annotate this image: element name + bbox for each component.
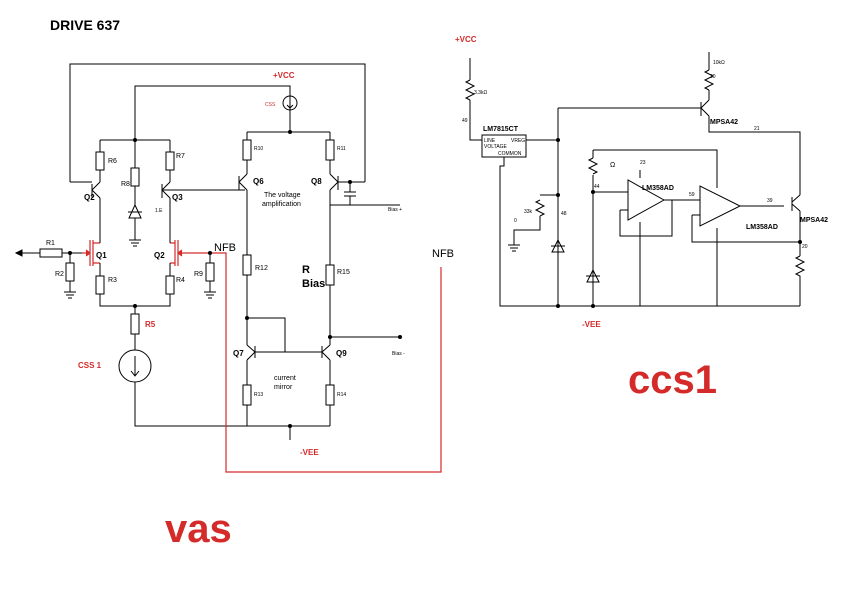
r10-label: R10 bbox=[254, 146, 263, 152]
node-20-label: 20 bbox=[802, 244, 808, 250]
r-33k-label: 33k bbox=[524, 209, 533, 215]
q3-label: Q3 bbox=[172, 193, 183, 202]
r3-label: R3 bbox=[108, 277, 117, 284]
r15-label: R15 bbox=[337, 269, 350, 276]
bias-minus-label: Bias - bbox=[392, 351, 405, 357]
q1-label: Q1 bbox=[96, 251, 107, 260]
opamp-1 bbox=[627, 179, 666, 221]
vcc-label: +VCC bbox=[273, 71, 295, 80]
node-0-label: 0 bbox=[514, 218, 517, 224]
node-30-label: 30 bbox=[710, 74, 716, 80]
opamp2-label: LM358AD bbox=[746, 224, 778, 231]
ccs-vcc-label: +VCC bbox=[455, 35, 477, 44]
ccs-vee-label: -VEE bbox=[582, 320, 601, 329]
r14-label: R14 bbox=[337, 392, 346, 398]
q7-label: Q7 bbox=[233, 349, 244, 358]
trans-right-label: MPSA42 bbox=[800, 217, 828, 224]
reg-voltage: VOLTAGE bbox=[484, 144, 508, 150]
r-bias-line2: Bias bbox=[302, 278, 325, 290]
r6-label: R6 bbox=[108, 158, 117, 165]
node-59-label: 59 bbox=[689, 192, 695, 198]
node-21-label: 21 bbox=[754, 126, 760, 132]
r12-label: R12 bbox=[255, 265, 268, 272]
ccs-big-label: ccs1 bbox=[628, 358, 717, 402]
q2b-label: Q2 bbox=[154, 251, 165, 260]
current-mirror-line2: mirror bbox=[274, 384, 293, 391]
r8-label: R8 bbox=[121, 181, 130, 188]
vas-circuit: +VCC CSS R6 R7 R8 Q2 Q3 1.E R1 R2 bbox=[14, 63, 454, 551]
r-10k-label: 10kΩ bbox=[713, 60, 725, 66]
nfb-left-label: NFB bbox=[214, 242, 236, 254]
r2-label: R2 bbox=[55, 271, 64, 278]
q2a-label: Q2 bbox=[84, 193, 95, 202]
opamp1-label: LM358AD bbox=[642, 185, 674, 192]
voltage-amp-line2: amplification bbox=[262, 201, 301, 208]
trans-top-label: MPSA42 bbox=[710, 119, 738, 126]
vee-label: -VEE bbox=[300, 448, 319, 457]
bias-plus-label: Bias + bbox=[388, 207, 402, 213]
ccs-circuit: +VCC 3.3kΩ 49 LM7815CT LINE VREG VOLTAGE… bbox=[455, 35, 828, 402]
zener-value: 1.E bbox=[155, 208, 163, 214]
r13-label: R13 bbox=[254, 392, 263, 398]
vas-big-label: vas bbox=[165, 507, 232, 551]
node-48-label: 48 bbox=[561, 211, 567, 217]
css-small-label: CSS bbox=[265, 102, 276, 108]
nfb-right-label: NFB bbox=[432, 248, 454, 260]
node-49-label: 49 bbox=[462, 118, 468, 124]
regulator-label: LM7815CT bbox=[483, 126, 519, 133]
reg-common: COMMON bbox=[498, 151, 522, 157]
q9-label: Q9 bbox=[336, 349, 347, 358]
r-bias-line1: R bbox=[302, 264, 310, 276]
current-mirror-line1: current bbox=[274, 375, 296, 382]
r1-label: R1 bbox=[46, 240, 55, 247]
voltage-amp-line1: The voltage bbox=[264, 192, 301, 199]
q6-label: Q6 bbox=[253, 177, 264, 186]
css1-label: CSS 1 bbox=[78, 361, 102, 370]
node-23-label: 23 bbox=[640, 160, 646, 166]
q8-label: Q8 bbox=[311, 177, 322, 186]
r4-label: R4 bbox=[176, 277, 185, 284]
omega-label: Ω bbox=[610, 162, 615, 169]
reg-vreg: VREG bbox=[511, 138, 525, 144]
title: DRIVE 637 bbox=[50, 17, 120, 33]
node-44-label: 44 bbox=[594, 184, 600, 190]
r7-label: R7 bbox=[176, 153, 185, 160]
reg-line: LINE bbox=[484, 138, 496, 144]
opamp-2 bbox=[699, 185, 742, 227]
node-39-label: 39 bbox=[767, 198, 773, 204]
r-3k3-label: 3.3kΩ bbox=[474, 90, 487, 96]
r11-label: R11 bbox=[337, 146, 346, 152]
r5-label: R5 bbox=[145, 320, 156, 329]
r9-label: R9 bbox=[194, 271, 203, 278]
